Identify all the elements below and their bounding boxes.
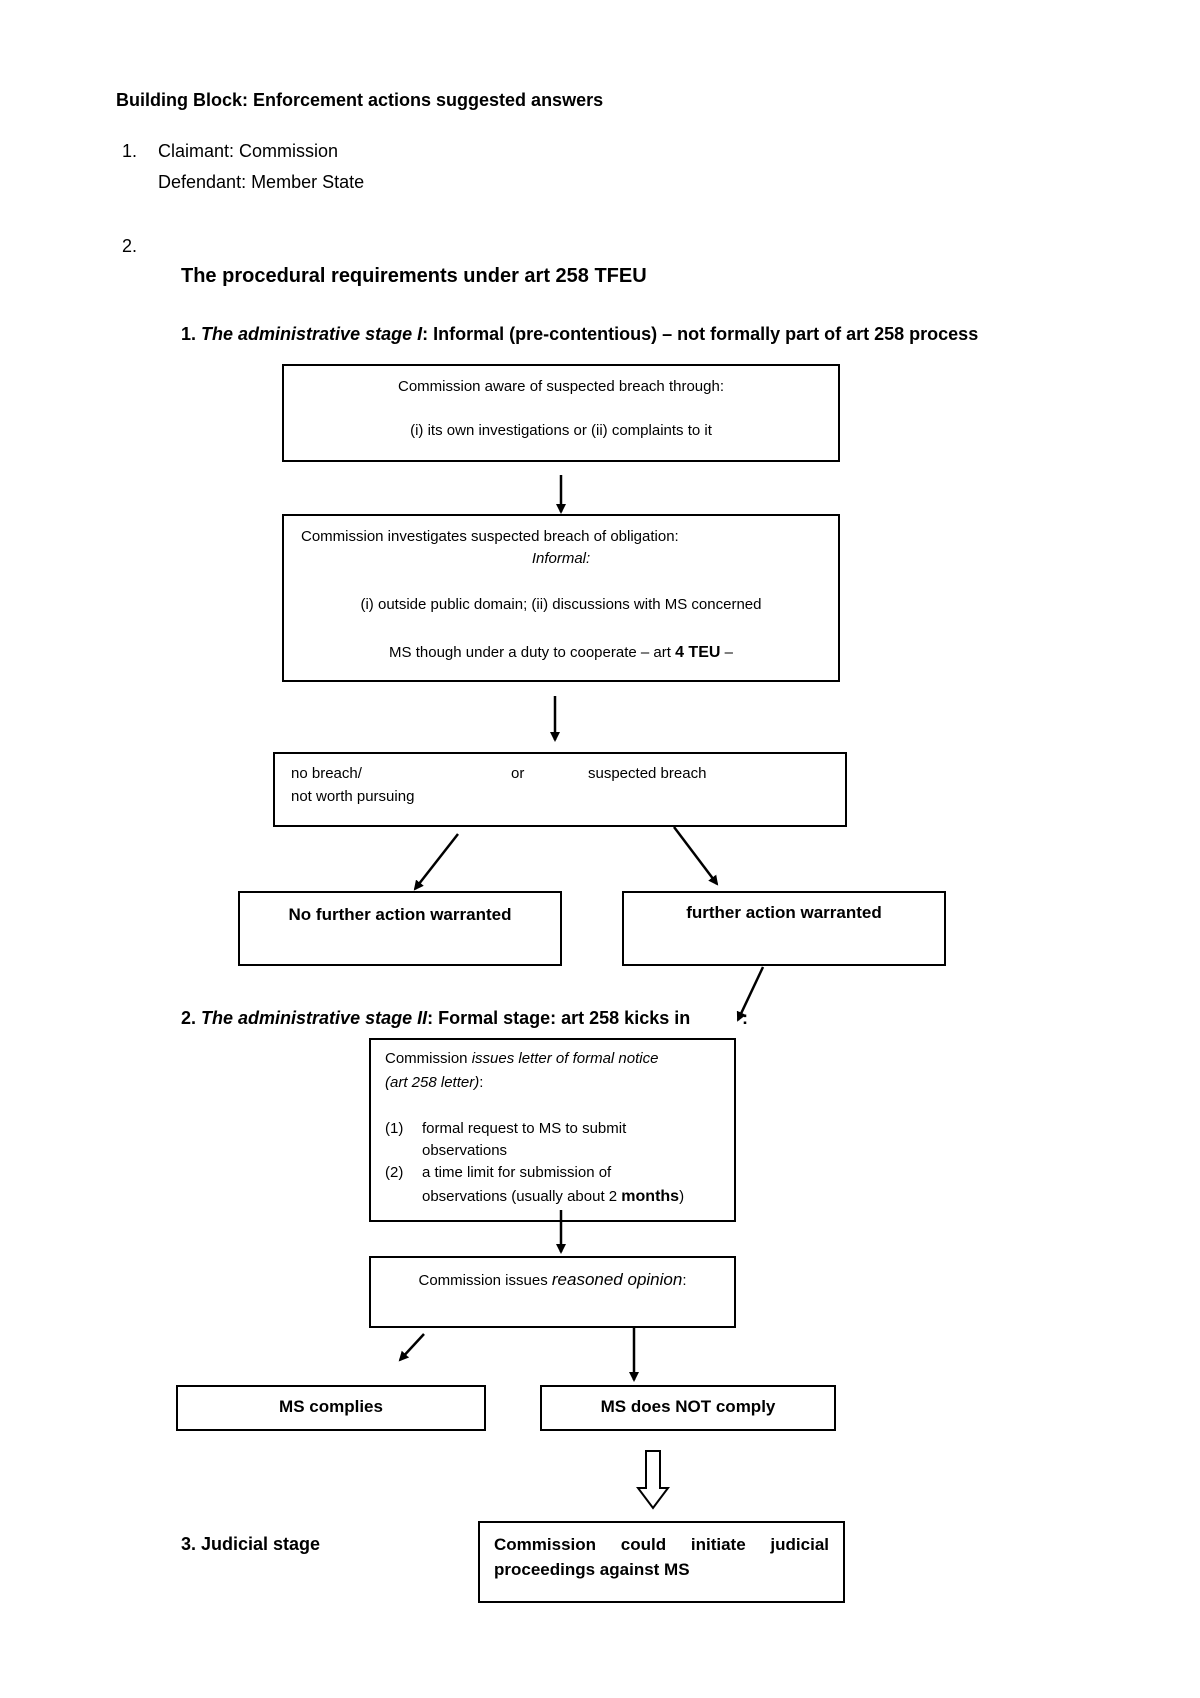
close-paren: ) [679,1188,685,1205]
aware-line-1: Commission aware of suspected breach thr… [397,378,724,395]
stage1-italic: The administrative stage I [201,324,423,344]
letter-issues: issues letter of formal notice [471,1050,659,1067]
further-text: further action warranted [686,903,882,922]
letter-item-2-number: (2) [385,1164,404,1181]
box-no-further-action: No further action warranted [238,891,562,966]
stage1-heading: 1. The administrative stage I: Informal … [181,324,978,345]
investigate-line-4: MS though under a duty to cooperate – ar… [284,644,838,662]
box-further-action: further action warranted [622,891,946,966]
suspected-breach-text: suspected breach [588,765,707,782]
box-reasoned-opinion: Commission issues reasoned opinion: [369,1256,736,1328]
hollow-arrow-to-judicial [636,1450,670,1510]
opinion-italic: reasoned opinion [551,1270,683,1289]
list-number-1: 1. [122,141,138,161]
stage2-heading: 2. The administrative stage II: Formal s… [181,1008,690,1029]
no-further-text: No further action warranted [288,905,512,924]
letter-line-2: (art 258 letter): [385,1074,483,1091]
or-text: or [511,765,525,782]
judicial-line-1: Commission could initiate judicial [494,1535,829,1554]
stage2-number: 2. [181,1008,197,1028]
opinion-line: Commission issues reasoned opinion: [371,1270,734,1290]
letter-colon: : [479,1074,484,1091]
ms-complies-text: MS complies [279,1397,383,1416]
ms-not-comply-text: MS does NOT comply [600,1397,776,1416]
duty-text: MS though under a duty to cooperate – ar… [389,644,676,661]
stage3-heading: 3. Judicial stage [181,1534,321,1554]
stage1-number: 1. [181,324,197,344]
arrow-opinion-to-complies [398,1333,425,1362]
section-heading: The procedural requirements under art 25… [181,265,647,287]
box-letter-formal-notice: Commission issues letter of formal notic… [369,1038,736,1222]
months-text: months [621,1188,680,1205]
investigate-line-1: Commission investigates suspected breach… [301,528,679,545]
no-breach-text: no breach/ [291,765,362,782]
judicial-line-2: proceedings against MS [494,1560,690,1579]
stage1-rest: : Informal (pre-contentious) – not forma… [422,324,979,344]
teu-reference: 4 TEU [675,644,721,661]
box-judicial-proceedings: Commission could initiate judicial proce… [478,1521,845,1603]
opinion-commission: Commission issues [418,1272,552,1289]
letter-line-1: Commission issues letter of formal notic… [385,1050,658,1067]
observations-text: observations (usually about 2 [422,1188,622,1205]
arrow-to-further [673,826,719,886]
box-ms-complies: MS complies [176,1385,486,1431]
defendant-text: Defendant: Member State [158,172,365,192]
arrow-further-to-stage2 [736,966,765,1022]
box-ms-not-comply: MS does NOT comply [540,1385,836,1431]
investigate-line-3: (i) outside public domain; (ii) discussi… [360,596,762,613]
stage2-rest: : Formal stage: art 258 kicks in [427,1008,691,1028]
letter-commission: Commission [385,1050,472,1067]
arrow-to-no-further [413,833,459,891]
opinion-colon: : [682,1272,687,1289]
not-worth-text: not worth pursuing [291,788,415,805]
list-number-2: 2. [122,236,138,256]
investigate-line-2: Informal: [531,550,591,567]
letter-item-1-a: formal request to MS to submit [422,1120,627,1137]
stage2-italic: The administrative stage II [201,1008,428,1028]
box-commission-investigates: Commission investigates suspected breach… [282,514,840,682]
box-commission-aware: Commission aware of suspected breach thr… [282,364,840,462]
duty-dash: – [720,644,733,661]
claimant-text: Claimant: Commission [158,141,339,161]
letter-item-2-b: observations (usually about 2 months) [422,1188,684,1206]
letter-art-258: (art 258 letter) [385,1074,480,1091]
letter-item-1-b: observations [422,1142,508,1159]
letter-item-2-a: a time limit for submission of [422,1164,612,1181]
box-breach-options: no breach/ not worth pursuing or suspect… [273,752,847,827]
document-title: Building Block: Enforcement actions sugg… [116,90,604,110]
aware-line-2: (i) its own investigations or (ii) compl… [410,422,712,439]
letter-item-1-number: (1) [385,1120,404,1137]
